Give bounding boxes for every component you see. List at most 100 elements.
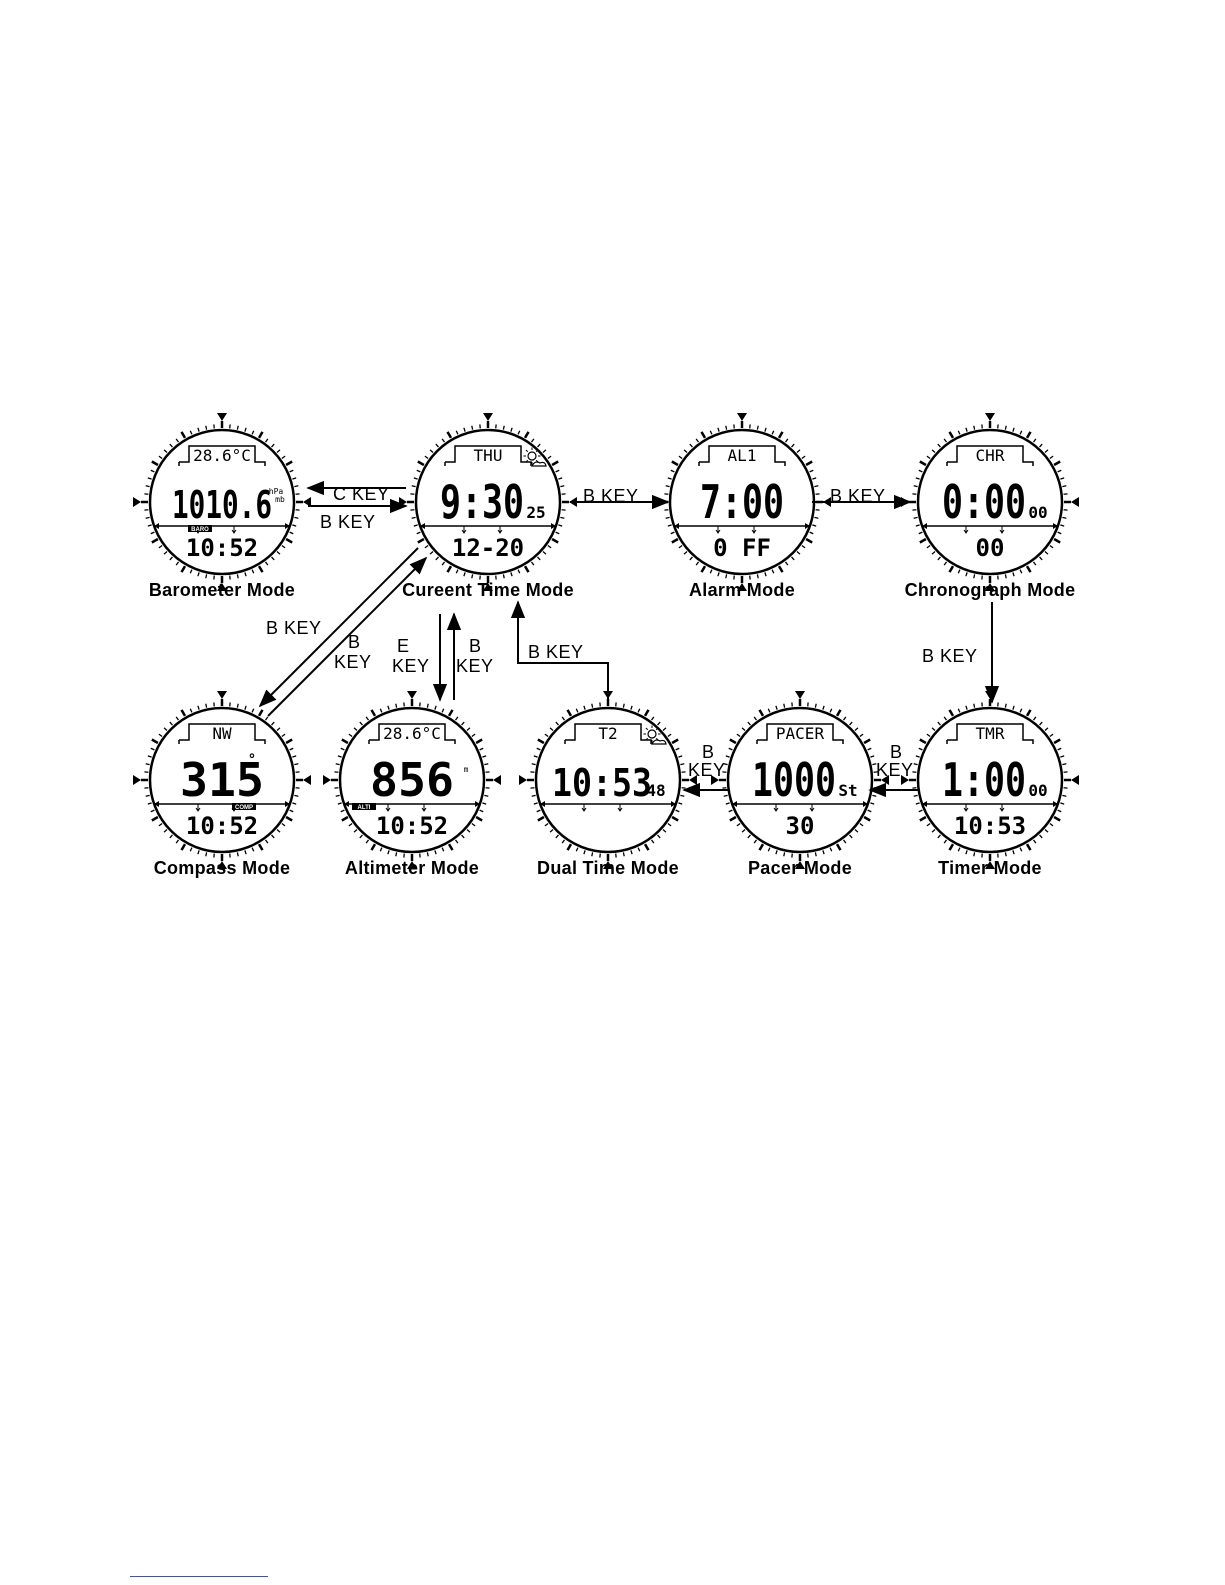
bezel-tick bbox=[281, 733, 286, 738]
bezel-tick bbox=[814, 516, 819, 519]
bezel-tick bbox=[671, 460, 679, 467]
bezel-marker-icon bbox=[985, 691, 995, 699]
bezel-marker-icon bbox=[217, 691, 227, 699]
bezel-tick bbox=[630, 850, 633, 855]
bezel-tick bbox=[1053, 537, 1061, 544]
bezel-tick bbox=[670, 531, 675, 535]
bezel-tick bbox=[809, 469, 814, 473]
bezel-tick bbox=[915, 524, 920, 527]
bezel-tick bbox=[1049, 733, 1054, 738]
bezel-tick bbox=[764, 427, 767, 432]
bezel-tick bbox=[289, 531, 294, 535]
bezel-tick bbox=[426, 852, 429, 857]
bezel-tick bbox=[413, 477, 418, 480]
mode-label: Chronograph Mode bbox=[905, 580, 1076, 600]
arrow-dual-to-current bbox=[510, 600, 609, 704]
bezel-tick bbox=[180, 843, 187, 851]
bezel-tick bbox=[775, 850, 778, 855]
bezel-tick bbox=[294, 763, 299, 766]
bezel-tick bbox=[683, 551, 688, 555]
bezel-tick bbox=[461, 721, 465, 726]
bezel-marker-icon bbox=[217, 413, 227, 421]
bezel-tick bbox=[435, 443, 439, 448]
mode-badge bbox=[188, 525, 212, 532]
bezel-tick bbox=[771, 569, 775, 574]
bezel-tick bbox=[257, 709, 264, 717]
bezel-tick bbox=[370, 843, 377, 851]
bottom-display-text: 0 FF bbox=[713, 534, 771, 562]
bezel-tick bbox=[915, 755, 920, 758]
footer-link-underline bbox=[130, 1576, 268, 1577]
mode-label: Timer Mode bbox=[938, 858, 1042, 878]
bezel-tick bbox=[479, 809, 484, 813]
bezel-tick bbox=[145, 485, 150, 488]
sun-cloud-icon bbox=[523, 447, 547, 467]
bezel-tick bbox=[471, 425, 474, 430]
bezel-tick bbox=[441, 561, 446, 566]
bezel-tick bbox=[870, 755, 875, 758]
bezel-tick bbox=[502, 425, 505, 430]
bezel-ticks bbox=[141, 699, 303, 861]
bezel-tick bbox=[446, 431, 453, 439]
bezel-tick bbox=[175, 561, 180, 566]
key-label: B KEY bbox=[320, 512, 376, 532]
bezel-tick bbox=[1062, 485, 1067, 488]
bezel-tick bbox=[1057, 747, 1062, 751]
bezel-tick bbox=[264, 438, 269, 443]
bezel-tick bbox=[1004, 425, 1007, 430]
key-label: B bbox=[469, 636, 482, 656]
bezel-marker-icon bbox=[483, 583, 493, 591]
bezel-tick bbox=[1012, 850, 1015, 855]
bezel-marker-icon bbox=[901, 775, 909, 785]
bezel-tick bbox=[337, 802, 342, 805]
bezel-marker-icon bbox=[1071, 497, 1079, 507]
bezel-tick bbox=[147, 802, 152, 805]
bezel-tick bbox=[741, 727, 746, 731]
bezel-tick bbox=[395, 703, 398, 708]
key-label: KEY bbox=[688, 760, 726, 780]
bezel-tick bbox=[359, 721, 363, 726]
bezel-tick bbox=[771, 430, 775, 435]
mode-label: Cureent Time Mode bbox=[402, 580, 574, 600]
bezel-tick bbox=[965, 427, 968, 432]
bezel-tick bbox=[555, 721, 559, 726]
watch-face bbox=[148, 706, 296, 854]
bezel-tick bbox=[801, 544, 806, 549]
bezel-tick bbox=[822, 850, 825, 855]
bezel-tick bbox=[915, 802, 920, 805]
bezel-marker-icon bbox=[303, 497, 311, 507]
bezel-tick bbox=[475, 738, 483, 745]
bezel-tick bbox=[784, 561, 789, 566]
down-tick-icon bbox=[751, 526, 757, 534]
bezel-tick bbox=[251, 569, 255, 574]
bezel-tick bbox=[859, 733, 864, 738]
bezel-tick bbox=[637, 847, 641, 852]
bezel-tick bbox=[353, 829, 358, 833]
bezel-tick bbox=[1032, 716, 1037, 721]
bezel-tick bbox=[416, 531, 421, 535]
bezel-tick bbox=[829, 847, 833, 852]
bezel-marker-icon bbox=[133, 775, 141, 785]
bezel-tick bbox=[1044, 551, 1049, 555]
bezel-tick bbox=[558, 524, 563, 527]
top-display-text: AL1 bbox=[728, 446, 757, 465]
bottom-display-text: 00 bbox=[976, 534, 1005, 562]
bezel-tick bbox=[670, 469, 675, 473]
bezel-tick bbox=[767, 847, 771, 852]
bezel-tick bbox=[1032, 438, 1037, 443]
bezel-tick bbox=[163, 829, 168, 833]
bezel-tick bbox=[689, 443, 693, 448]
bezel-tick bbox=[281, 822, 286, 827]
watch-face bbox=[338, 706, 486, 854]
mode-label: Dual Time Mode bbox=[537, 858, 679, 878]
bezel-tick bbox=[812, 477, 817, 480]
bezel-tick bbox=[251, 847, 255, 852]
bezel-tick bbox=[643, 709, 650, 717]
bezel-tick bbox=[1039, 721, 1043, 726]
bezel-ticks bbox=[331, 699, 493, 861]
bezel-ticks bbox=[909, 421, 1071, 583]
bezel-tick bbox=[973, 425, 976, 430]
bezel-tick bbox=[560, 485, 565, 488]
bezel-ticks bbox=[407, 421, 569, 583]
bezel-tick bbox=[197, 572, 200, 577]
